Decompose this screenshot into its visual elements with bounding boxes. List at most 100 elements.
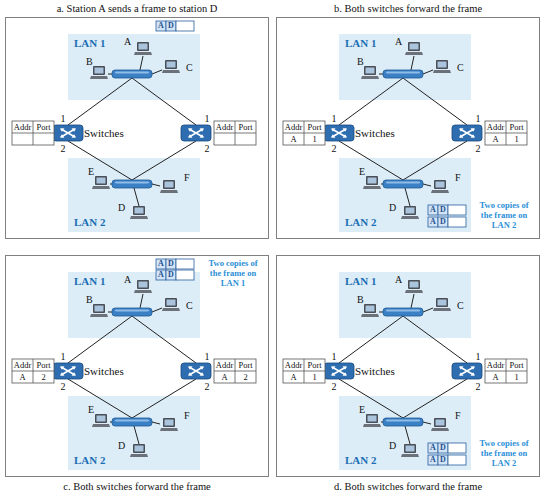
table-cell: Addr (485, 359, 506, 371)
laptop-icon (431, 180, 449, 194)
laptop-icon (401, 206, 419, 219)
table-cell: Port (506, 121, 527, 133)
table-cell: Port (235, 121, 256, 133)
laptop-icon (92, 176, 110, 189)
station-letter: C (186, 62, 193, 73)
lan-region: LAN 1ABC (68, 272, 200, 338)
laptop-icon (363, 176, 381, 189)
station-node: E (86, 166, 116, 192)
station-node: F (158, 172, 196, 196)
laptop-icon (92, 176, 110, 190)
laptop-icon (130, 206, 148, 219)
laptop-icon (134, 280, 152, 294)
laptop-icon (405, 42, 423, 56)
station-letter: C (457, 300, 464, 311)
port-number: 2 (473, 381, 483, 393)
lan-region: LAN 1ABC (68, 34, 200, 100)
note-text: Two copies of the frame on LAN 2 (477, 200, 531, 230)
station-node: A (395, 274, 429, 296)
lan-label: LAN 2 (345, 216, 376, 229)
laptop-icon (90, 304, 108, 318)
laptop-icon (92, 414, 110, 427)
port-number: 2 (329, 381, 339, 393)
station-letter: E (359, 404, 365, 415)
laptop-icon (405, 280, 423, 294)
laptop-icon (134, 280, 152, 293)
laptop-icon (433, 298, 451, 312)
station-letter: B (86, 56, 93, 67)
station-node: D (389, 198, 423, 222)
frame-field: A (156, 259, 166, 269)
laptop-icon (92, 414, 110, 428)
frame-field: A (156, 270, 166, 280)
station-letter: A (124, 274, 131, 285)
table-cell: 1 (304, 133, 325, 145)
table-cell: 1 (506, 371, 527, 383)
frame-field: D (166, 259, 176, 269)
switch-label: Switches (355, 365, 395, 377)
station-node: F (158, 410, 196, 434)
station-node: E (357, 166, 387, 192)
port-number: 2 (473, 143, 483, 155)
frame-field: D (166, 270, 176, 280)
frame-field: D (438, 217, 448, 227)
table-cell: Port (33, 359, 54, 371)
station-node: A (124, 274, 158, 296)
station-letter: B (86, 294, 93, 305)
laptop-icon (401, 444, 419, 458)
table-cell: Addr (214, 359, 235, 371)
lan-region: LAN 2EFD (339, 396, 471, 470)
frame-field: A (428, 205, 438, 215)
station-letter: B (357, 56, 364, 67)
station-letter: D (389, 440, 396, 451)
table-cell: A (12, 371, 33, 383)
frame-field: D (438, 443, 448, 453)
laptop-icon (361, 66, 379, 80)
station-node: B (353, 294, 383, 320)
station-node: C (160, 56, 198, 80)
lan-region: LAN 2EFD (68, 396, 200, 470)
station-node: B (82, 294, 112, 320)
laptop-icon (363, 414, 381, 427)
frame-field: D (438, 455, 448, 465)
station-letter: D (389, 202, 396, 213)
station-letter: D (118, 440, 125, 451)
station-node: F (429, 410, 467, 434)
panel-caption: b. Both switches forward the frame (277, 2, 539, 15)
table-cell: 1 (304, 371, 325, 383)
laptop-icon (162, 60, 180, 74)
table-cell: Port (506, 359, 527, 371)
station-letter: F (184, 410, 190, 421)
panel-caption: a. Station A sends a frame to station D (6, 2, 268, 15)
station-letter: D (118, 202, 125, 213)
laptop-icon (90, 304, 108, 317)
table-cell: 2 (33, 371, 54, 383)
table-cell: Port (304, 121, 325, 133)
laptop-icon (433, 298, 451, 311)
station-letter: E (359, 166, 365, 177)
switch-label: Switches (84, 365, 124, 377)
port-number: 2 (329, 143, 339, 155)
station-letter: F (455, 172, 461, 183)
laptop-icon (162, 298, 180, 311)
lan-region: LAN 2 E F D (339, 158, 471, 232)
station-letter: F (184, 172, 190, 183)
laptop-icon (361, 304, 379, 317)
laptop-icon (134, 42, 152, 56)
port-number: 1 (329, 113, 339, 125)
station-node: D (389, 436, 423, 460)
table-cell: A (283, 133, 304, 145)
station-letter: A (124, 36, 131, 47)
laptop-icon (361, 66, 379, 79)
station-letter: A (395, 274, 402, 285)
station-node: B (353, 56, 383, 82)
laptop-icon (433, 60, 451, 73)
port-number: 2 (202, 143, 212, 155)
table-cell: A (485, 133, 506, 145)
table-cell: Addr (214, 121, 235, 133)
frame-field: A (156, 21, 166, 31)
lan-label: LAN 2 (345, 454, 376, 467)
frame-field: A (428, 443, 438, 453)
laptop-icon (160, 418, 178, 431)
